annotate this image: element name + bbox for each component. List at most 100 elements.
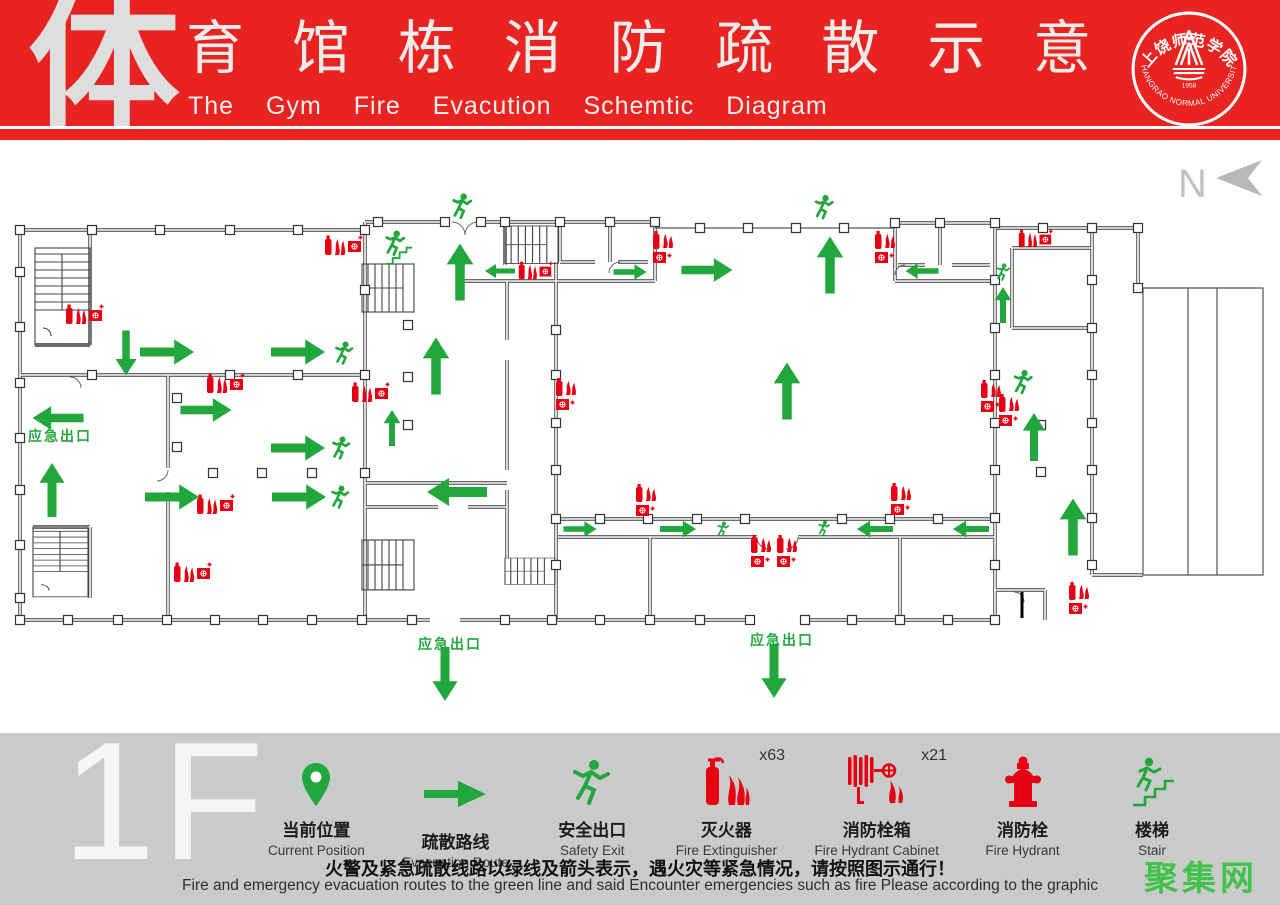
legend-current-position: 当前位置 Current Position xyxy=(268,751,365,858)
evac-arrow-up xyxy=(422,337,450,395)
stair xyxy=(361,539,415,591)
fire-extinguisher-cabinet-icon xyxy=(555,377,577,411)
evac-arrow-right xyxy=(271,339,325,365)
notice-en: Fire and emergency evacuation routes to … xyxy=(182,877,1098,894)
evac-arrow-left xyxy=(485,264,515,278)
evac-arrow-down xyxy=(115,330,137,376)
legend-label-en: Fire Hydrant Cabinet xyxy=(814,843,940,858)
legend-label-en: Stair xyxy=(1138,843,1166,858)
fire-extinguisher-cabinet-icon xyxy=(635,483,657,517)
fire-extinguisher-cabinet-icon xyxy=(750,534,772,568)
legend-safety-exit: 安全出口 Safety Exit xyxy=(546,751,638,858)
running-man-icon xyxy=(335,340,354,365)
legend-label-zh: 当前位置 xyxy=(282,821,351,840)
legend-label-en: Current Position xyxy=(268,843,365,858)
legend-fire-extinguisher: x63 灭火器 Fire Extinguisher xyxy=(675,747,785,858)
evac-arrow-up xyxy=(446,243,474,301)
legend-label-zh: 消防栓箱 xyxy=(842,821,911,840)
legend-row: 当前位置 Current Position 疏散路线 Evacuation Ro… xyxy=(268,747,1198,870)
fire-extinguisher-cabinet-icon xyxy=(652,230,674,264)
legend-count: x63 xyxy=(759,747,786,764)
evac-arrow-down xyxy=(761,644,787,698)
evac-arrow-up xyxy=(816,236,844,294)
header-banner: 体 育馆栋消防疏散示意 The Gym Fire Evacution Schem… xyxy=(0,0,1280,147)
fire-extinguisher-cabinet-icon xyxy=(776,534,798,568)
stair-runner-icon xyxy=(1132,757,1174,807)
evac-arrow-right xyxy=(681,258,733,282)
north-label: N xyxy=(1178,162,1207,206)
evac-arrow-down xyxy=(432,647,458,701)
stair xyxy=(32,526,89,598)
stair xyxy=(504,557,556,585)
stair-running-man-icon xyxy=(386,231,412,264)
legend-label-zh: 安全出口 xyxy=(558,821,627,840)
page-subtitle: The Gym Fire Evacution Schemtic Diagram xyxy=(188,92,828,120)
fire-extinguisher-cabinet-icon xyxy=(1068,581,1090,615)
title-big-char: 体 xyxy=(28,0,180,147)
fire-extinguisher-cabinet-icon xyxy=(351,381,391,403)
legend-label-en: Evacuation Route xyxy=(402,855,509,870)
evac-arrow-right xyxy=(140,339,194,365)
north-indicator: N xyxy=(1178,160,1262,206)
route-arrow-icon xyxy=(423,781,486,807)
evac-arrow-up xyxy=(773,362,801,420)
evac-arrow-left xyxy=(953,520,989,538)
legend-label-en: Fire Hydrant xyxy=(985,843,1060,858)
fire-extinguisher-icon xyxy=(706,757,750,805)
evac-arrow-left xyxy=(32,406,84,430)
floor-label: 1F xyxy=(62,707,271,895)
running-man-icon xyxy=(717,520,730,537)
evac-arrow-right xyxy=(563,521,597,537)
header-divider xyxy=(0,126,1280,129)
evac-arrow-up xyxy=(39,463,65,517)
fire-extinguisher-cabinet-icon xyxy=(196,493,236,515)
emergency-exit-label: 应急出口 xyxy=(750,632,814,648)
fire-extinguisher-cabinet-icon xyxy=(173,561,213,583)
fire-extinguisher-cabinet-icon xyxy=(890,482,912,516)
fire-extinguisher-cabinet-icon xyxy=(65,303,105,325)
legend-label-zh: 消防栓 xyxy=(997,821,1048,840)
stair xyxy=(34,247,91,346)
evac-arrow-right xyxy=(272,484,326,510)
stair xyxy=(504,225,559,265)
evac-arrow-up xyxy=(1059,498,1087,556)
legend-label-zh: 疏散路线 xyxy=(421,833,490,852)
logo-year: 1958 xyxy=(1182,82,1197,89)
fire-extinguisher-cabinet-icon xyxy=(874,230,896,264)
evac-arrow-right xyxy=(145,484,199,510)
building-walls xyxy=(18,220,1264,622)
running-man-icon xyxy=(1013,368,1033,395)
legend-bar: 1F 当前位置 Current Position 疏散路线 Evacuation… xyxy=(0,707,1280,905)
running-man-icon xyxy=(331,484,350,509)
legend-label-en: Safety Exit xyxy=(560,843,625,858)
floor-plan: N xyxy=(14,160,1264,701)
legend-stair: 楼梯 Stair xyxy=(1106,751,1198,858)
evac-arrow-right xyxy=(271,435,325,461)
evac-arrow-right xyxy=(180,398,232,422)
map-pin-icon xyxy=(302,763,331,806)
legend-label-zh: 灭火器 xyxy=(700,821,752,840)
safety-exit-runner-icon xyxy=(573,760,611,805)
fire-equipment xyxy=(65,228,1090,615)
running-man-icon xyxy=(814,193,834,220)
legend-fire-hydrant-cabinet: x21 消防栓箱 Fire Hydrant Cabinet xyxy=(814,747,947,858)
emergency-exit-label: 应急出口 xyxy=(418,636,482,652)
logo-emblem xyxy=(1172,29,1206,81)
fire-hydrant-icon xyxy=(1004,756,1041,807)
legend-label-en: Fire Extinguisher xyxy=(675,843,778,858)
evac-arrow-right xyxy=(660,520,696,538)
evac-arrow-up xyxy=(994,287,1012,323)
logo-circle xyxy=(1131,11,1247,127)
evac-arrow-up xyxy=(383,410,401,446)
emergency-exit-label: 应急出口 xyxy=(28,428,92,444)
legend-label-zh: 楼梯 xyxy=(1134,821,1169,840)
column-markers xyxy=(14,216,1144,626)
legend-evacuation-route: 疏散路线 Evacuation Route xyxy=(402,751,509,870)
fire-extinguisher-cabinet-icon xyxy=(518,260,554,280)
running-man-icon xyxy=(996,262,1010,281)
notice-zh: 火警及紧急疏散线路以绿线及箭头表示，遇火灾等紧急情况，请按照图示通行！ xyxy=(325,859,955,879)
legend-count: x21 xyxy=(921,747,948,764)
running-man-icon xyxy=(818,519,831,536)
grandstand xyxy=(655,227,1264,576)
university-logo: 上饶师范学院 1958 SHANGRAO NORMAL UNIVERSITY xyxy=(1128,8,1247,127)
